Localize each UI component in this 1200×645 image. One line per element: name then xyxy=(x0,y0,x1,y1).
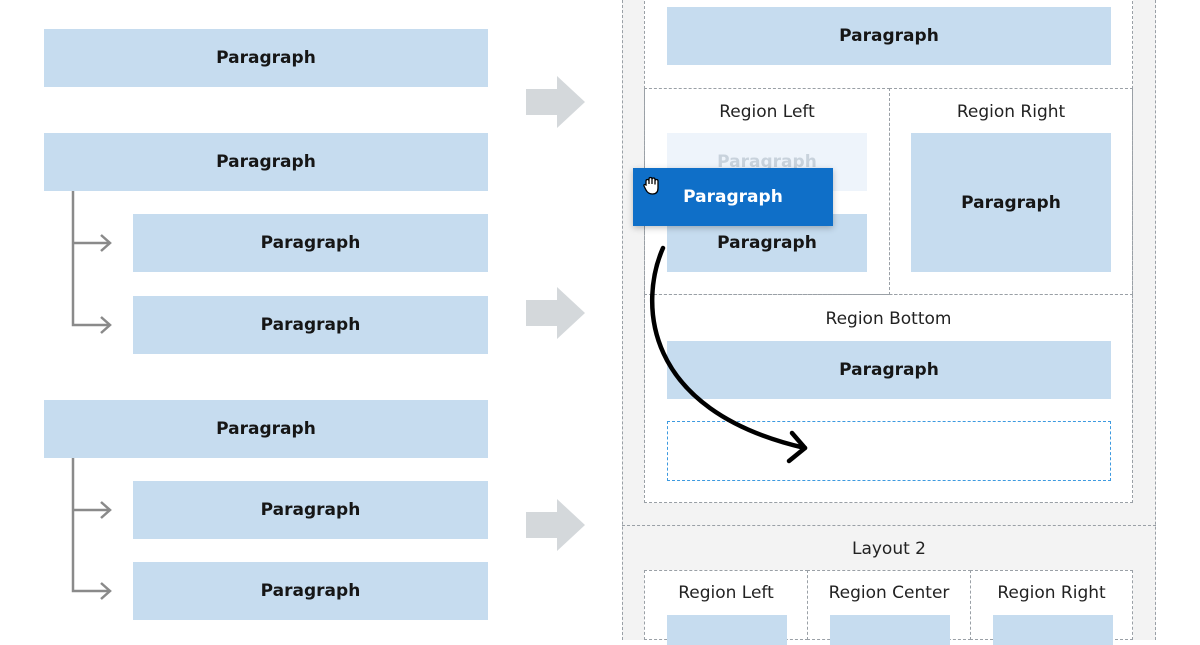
paragraph-block-child[interactable]: Paragraph xyxy=(133,296,488,354)
paragraph-block-child[interactable]: Paragraph xyxy=(133,562,488,620)
paragraph-block[interactable]: Paragraph xyxy=(911,133,1111,272)
paragraph-block[interactable]: Paragraph xyxy=(667,341,1111,399)
paragraph-block[interactable]: Paragraph xyxy=(44,133,488,191)
grab-hand-icon xyxy=(643,176,659,195)
region-title: Region Bottom xyxy=(825,309,952,329)
region-bottom: Region Bottom xyxy=(644,294,1133,503)
right-arrow-icon xyxy=(526,287,585,339)
region-title: Region Left xyxy=(719,102,815,122)
region-title: Region Center xyxy=(828,583,950,603)
region-title: Region Left xyxy=(678,583,774,603)
layout-divider xyxy=(622,525,1156,526)
paragraph-block[interactable]: Paragraph xyxy=(44,29,488,87)
dragged-paragraph[interactable]: Paragraph xyxy=(633,168,833,226)
paragraph-block-child[interactable]: Paragraph xyxy=(133,481,488,539)
drop-zone[interactable] xyxy=(667,421,1111,481)
connector-overlay xyxy=(71,76,808,600)
paragraph-block[interactable]: Paragraph xyxy=(667,7,1111,65)
tree-connector-arrow-icon xyxy=(71,458,112,600)
region-title: Region Right xyxy=(956,102,1066,122)
curved-drag-arrow-icon xyxy=(649,245,808,464)
paragraph-block[interactable]: Paragraph xyxy=(44,400,488,458)
region-title: Region Right xyxy=(997,583,1106,603)
right-arrow-icon xyxy=(526,76,585,128)
paragraph-block-child[interactable]: Paragraph xyxy=(133,214,488,272)
tree-connector-arrow-icon xyxy=(71,191,112,334)
layout-title: Layout 2 xyxy=(851,539,926,559)
right-arrow-icon xyxy=(526,499,585,551)
dragged-paragraph-label: Paragraph xyxy=(683,187,783,207)
